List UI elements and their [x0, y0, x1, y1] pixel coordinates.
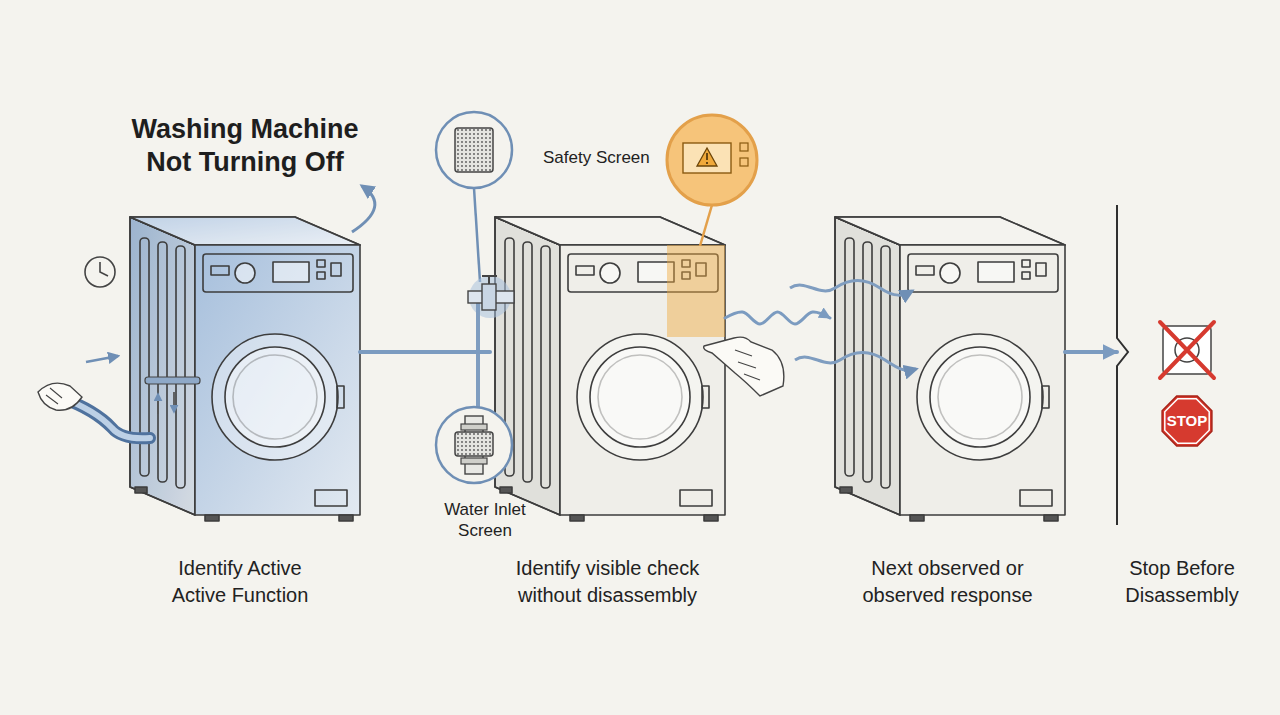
callout-label: Water Inlet Screen [430, 499, 540, 541]
flow-connector [360, 350, 490, 354]
warning-mark [706, 153, 708, 164]
stop-barrier [1117, 205, 1128, 525]
step-caption: Identify visible check without disassemb… [488, 555, 728, 609]
clock-hands [100, 262, 108, 276]
step-panel: Stop Before Disassembly [1117, 205, 1247, 615]
panel-highlight [667, 245, 725, 337]
callout-leader [700, 205, 712, 246]
hand [704, 337, 784, 396]
flow-connector [1065, 350, 1117, 354]
warning-triangle [697, 148, 717, 166]
flow-connector [725, 312, 830, 324]
callout-circle [667, 115, 757, 205]
hand-fingers [46, 388, 62, 404]
warning-display [683, 143, 731, 173]
panel-button [740, 158, 748, 166]
step-caption: Identify Active Active Function [155, 555, 325, 609]
callout-circle [436, 112, 512, 188]
cycle-arrow [352, 186, 375, 232]
hand [38, 383, 82, 410]
sign-text: STOP [1160, 412, 1214, 430]
washing-machine [130, 217, 360, 521]
step-panel: Next observed or observed response [830, 205, 1065, 615]
step-caption: Next observed or observed response [848, 555, 1048, 609]
step-caption: Stop Before Disassembly [1117, 555, 1247, 609]
inlet-nut [461, 458, 487, 464]
vibration-wave [790, 281, 912, 296]
callout-circle [436, 407, 512, 483]
tap-handle [482, 276, 497, 284]
flow-arrow [86, 356, 118, 362]
flow-arrow [157, 394, 159, 414]
side-handle [145, 377, 200, 384]
panel-button [740, 143, 748, 151]
flow-arrow [173, 392, 175, 412]
inlet-screen [455, 432, 493, 456]
step-panel: Identify Active Active Function [120, 205, 360, 615]
washing-machine [495, 217, 725, 521]
step-panel: Identify visible check without disassemb… [490, 205, 725, 615]
screen-mesh [455, 128, 493, 172]
callout-label: Safety Screen [543, 147, 673, 168]
callout-leader [474, 188, 480, 282]
clock-icon [85, 257, 115, 287]
prohibition-cross [1160, 322, 1214, 378]
diagram-title: Washing Machine Not Turning Off [110, 113, 380, 179]
hand-fingers [735, 350, 760, 380]
supply-pipe [476, 303, 480, 407]
vibration-wave [795, 353, 916, 371]
washing-machine [835, 217, 1065, 521]
inlet-nut [461, 424, 487, 430]
tap-body [482, 284, 496, 310]
